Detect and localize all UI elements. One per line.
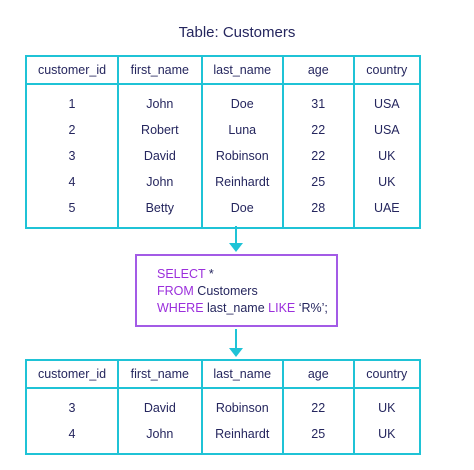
cell: John bbox=[117, 421, 203, 455]
cell: John bbox=[117, 84, 203, 117]
table-row: 3 David Robinson 22 UK bbox=[24, 388, 422, 421]
table-row: 2 Robert Luna 22 USA bbox=[24, 117, 422, 143]
result-table: customer_id first_name last_name age cou… bbox=[24, 359, 422, 455]
table-row: 4 John Reinhardt 25 UK bbox=[24, 421, 422, 455]
cell: Robinson bbox=[200, 143, 284, 169]
down-arrow-icon bbox=[229, 226, 243, 254]
table-row: 5 Betty Doe 28 UAE bbox=[24, 195, 422, 229]
sql-keyword: SELECT bbox=[157, 267, 206, 281]
header-age: age bbox=[281, 359, 355, 389]
query-text: Customers bbox=[193, 284, 258, 298]
cell: UK bbox=[352, 169, 422, 195]
cell: Betty bbox=[117, 195, 203, 229]
cell: UK bbox=[352, 388, 422, 421]
header-row: customer_id first_name last_name age cou… bbox=[24, 359, 422, 389]
cell: John bbox=[117, 169, 203, 195]
cell: USA bbox=[352, 84, 422, 117]
header-country: country bbox=[352, 55, 422, 85]
header-first-name: first_name bbox=[117, 55, 203, 85]
query-line: FROM Customers bbox=[157, 283, 336, 300]
cell: 4 bbox=[24, 169, 120, 195]
cell: 3 bbox=[24, 388, 120, 421]
cell: 28 bbox=[281, 195, 355, 229]
down-arrow-icon bbox=[229, 329, 243, 359]
cell: UK bbox=[352, 143, 422, 169]
cell: 31 bbox=[281, 84, 355, 117]
table-row: 4 John Reinhardt 25 UK bbox=[24, 169, 422, 195]
query-text: last_name bbox=[203, 301, 269, 315]
query-text: * bbox=[205, 267, 214, 281]
sql-keyword: FROM bbox=[157, 284, 194, 298]
cell: Luna bbox=[200, 117, 284, 143]
cell: 4 bbox=[24, 421, 120, 455]
header-first-name: first_name bbox=[117, 359, 203, 389]
header-age: age bbox=[281, 55, 355, 85]
cell: David bbox=[117, 143, 203, 169]
table-row: 1 John Doe 31 USA bbox=[24, 84, 422, 117]
cell: 22 bbox=[281, 117, 355, 143]
cell: UK bbox=[352, 421, 422, 455]
header-customer-id: customer_id bbox=[24, 359, 120, 389]
cell: 22 bbox=[281, 143, 355, 169]
cell: 5 bbox=[24, 195, 120, 229]
sql-keyword: LIKE bbox=[268, 301, 296, 315]
cell: UAE bbox=[352, 195, 422, 229]
cell: Doe bbox=[200, 84, 284, 117]
sql-query-box: SELECT * FROM Customers WHERE last_name … bbox=[135, 254, 338, 327]
cell: 3 bbox=[24, 143, 120, 169]
cell: 1 bbox=[24, 84, 120, 117]
cell: David bbox=[117, 388, 203, 421]
header-row: customer_id first_name last_name age cou… bbox=[24, 55, 422, 85]
query-text: ‘R%’; bbox=[295, 301, 328, 315]
table-row: 3 David Robinson 22 UK bbox=[24, 143, 422, 169]
cell: 25 bbox=[281, 421, 355, 455]
header-last-name: last_name bbox=[200, 359, 284, 389]
customers-table: customer_id first_name last_name age cou… bbox=[24, 55, 422, 229]
cell: Robinson bbox=[200, 388, 284, 421]
sql-keyword: WHERE bbox=[157, 301, 204, 315]
cell: 2 bbox=[24, 117, 120, 143]
cell: 22 bbox=[281, 388, 355, 421]
cell: Reinhardt bbox=[200, 421, 284, 455]
diagram-title: Table: Customers bbox=[178, 24, 296, 41]
query-line: SELECT * bbox=[157, 266, 336, 283]
cell: Robert bbox=[117, 117, 203, 143]
query-line: WHERE last_name LIKE ‘R%’; bbox=[157, 300, 336, 317]
cell: Doe bbox=[200, 195, 284, 229]
cell: 25 bbox=[281, 169, 355, 195]
header-country: country bbox=[352, 359, 422, 389]
cell: USA bbox=[352, 117, 422, 143]
header-customer-id: customer_id bbox=[24, 55, 120, 85]
header-last-name: last_name bbox=[200, 55, 284, 85]
cell: Reinhardt bbox=[200, 169, 284, 195]
